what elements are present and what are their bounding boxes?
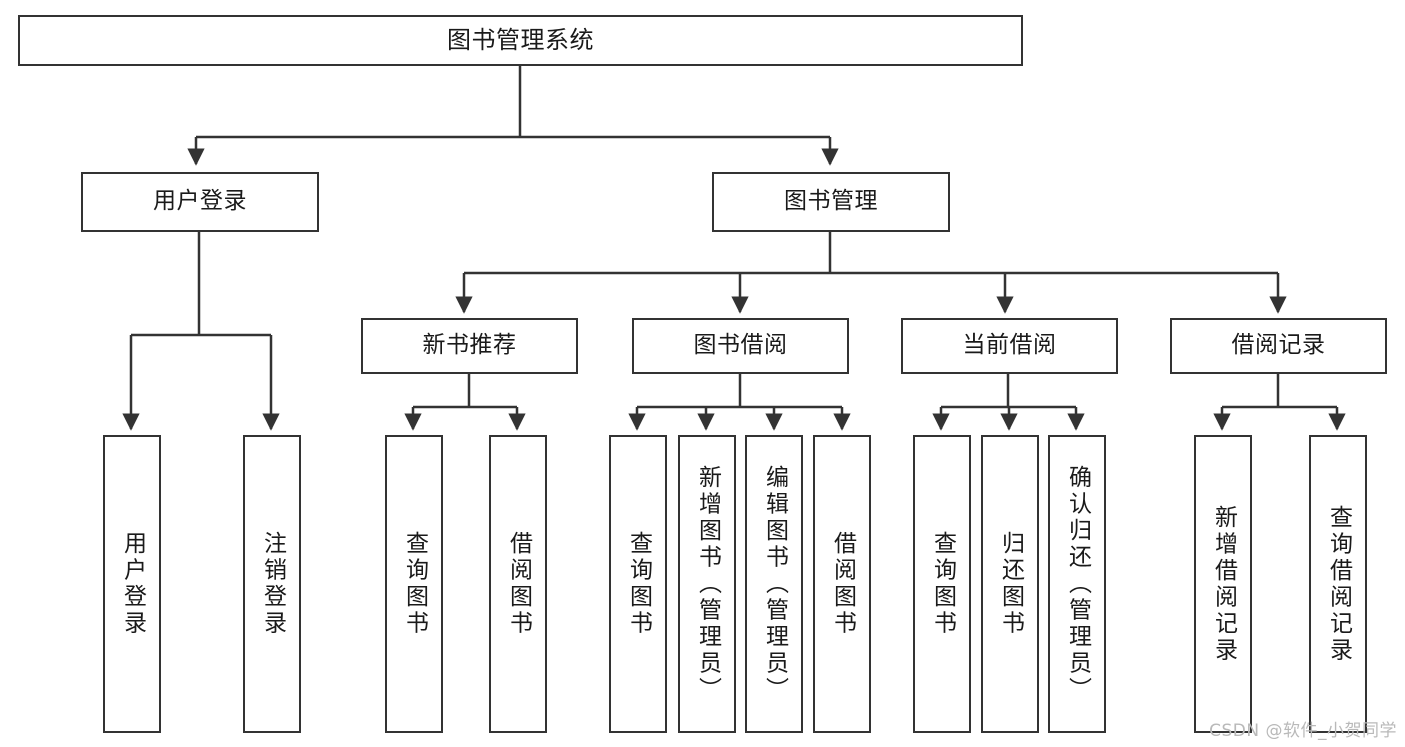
node-leaf-query-book-3[interactable]: 查询图书 bbox=[913, 435, 971, 733]
node-current-borrow[interactable]: 当前借阅 bbox=[901, 318, 1118, 374]
node-leaf-add-record[interactable]: 新增借阅记录 bbox=[1194, 435, 1252, 733]
node-leaf-edit-book[interactable]: 编辑图书（管理员） bbox=[745, 435, 803, 733]
node-book-borrow[interactable]: 图书借阅 bbox=[632, 318, 849, 374]
node-book-management-label: 图书管理 bbox=[784, 188, 878, 215]
node-leaf-query-book-3-label: 查询图书 bbox=[929, 531, 956, 637]
node-leaf-add-record-label: 新增借阅记录 bbox=[1210, 504, 1237, 664]
node-leaf-borrow-book-2-label: 借阅图书 bbox=[829, 531, 856, 637]
node-leaf-query-record-label: 查询借阅记录 bbox=[1325, 504, 1352, 664]
node-leaf-query-book-2-label: 查询图书 bbox=[625, 531, 652, 637]
node-leaf-query-book-2[interactable]: 查询图书 bbox=[609, 435, 667, 733]
node-leaf-user-login-label: 用户登录 bbox=[119, 531, 146, 637]
node-borrow-record-label: 借阅记录 bbox=[1231, 332, 1326, 359]
node-leaf-borrow-book-1[interactable]: 借阅图书 bbox=[489, 435, 547, 733]
node-leaf-confirm-return-label: 确认归还（管理员） bbox=[1064, 464, 1091, 704]
node-current-borrow-label: 当前借阅 bbox=[962, 332, 1057, 359]
node-user-login-label: 用户登录 bbox=[153, 188, 247, 215]
node-new-book-recommend-label: 新书推荐 bbox=[422, 332, 517, 359]
watermark-text: CSDN @软件_小贺同学 bbox=[1209, 721, 1397, 741]
node-borrow-record[interactable]: 借阅记录 bbox=[1170, 318, 1387, 374]
node-book-borrow-label: 图书借阅 bbox=[693, 332, 788, 359]
node-leaf-borrow-book-1-label: 借阅图书 bbox=[505, 531, 532, 637]
node-leaf-user-login[interactable]: 用户登录 bbox=[103, 435, 161, 733]
node-leaf-add-book-label: 新增图书（管理员） bbox=[694, 464, 721, 704]
node-leaf-logout[interactable]: 注销登录 bbox=[243, 435, 301, 733]
node-new-book-recommend[interactable]: 新书推荐 bbox=[361, 318, 578, 374]
node-leaf-return-book[interactable]: 归还图书 bbox=[981, 435, 1039, 733]
node-leaf-edit-book-label: 编辑图书（管理员） bbox=[761, 464, 788, 704]
node-leaf-add-book[interactable]: 新增图书（管理员） bbox=[678, 435, 736, 733]
node-root-label: 图书管理系统 bbox=[447, 26, 594, 55]
node-leaf-query-book-1-label: 查询图书 bbox=[401, 531, 428, 637]
node-leaf-borrow-book-2[interactable]: 借阅图书 bbox=[813, 435, 871, 733]
node-leaf-query-book-1[interactable]: 查询图书 bbox=[385, 435, 443, 733]
node-leaf-confirm-return[interactable]: 确认归还（管理员） bbox=[1048, 435, 1106, 733]
node-leaf-logout-label: 注销登录 bbox=[259, 531, 286, 637]
node-leaf-return-book-label: 归还图书 bbox=[997, 531, 1024, 637]
node-user-login[interactable]: 用户登录 bbox=[81, 172, 319, 232]
node-book-management[interactable]: 图书管理 bbox=[712, 172, 950, 232]
node-leaf-query-record[interactable]: 查询借阅记录 bbox=[1309, 435, 1367, 733]
node-root[interactable]: 图书管理系统 bbox=[18, 15, 1023, 66]
